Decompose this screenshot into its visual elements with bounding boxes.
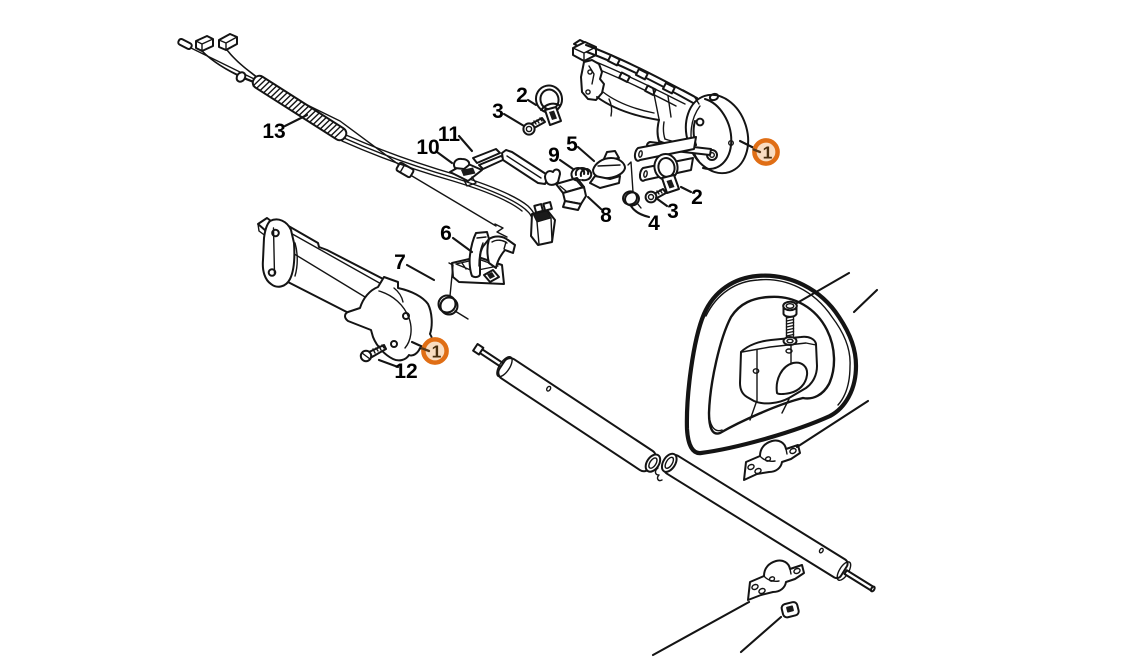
svg-text:13: 13 [262,120,285,143]
svg-text:8: 8 [600,204,612,227]
svg-text:1: 1 [763,143,773,163]
svg-text:3: 3 [667,200,679,223]
svg-text:6: 6 [440,222,452,245]
svg-text:5: 5 [566,133,578,156]
svg-text:9: 9 [548,144,560,167]
svg-text:4: 4 [648,212,660,235]
svg-text:10: 10 [416,136,439,159]
svg-text:12: 12 [394,360,417,383]
svg-text:1: 1 [432,342,442,362]
svg-text:2: 2 [516,84,528,107]
svg-text:2: 2 [691,186,703,209]
svg-text:7: 7 [394,251,406,274]
svg-text:11: 11 [438,123,461,146]
svg-text:3: 3 [492,100,504,123]
